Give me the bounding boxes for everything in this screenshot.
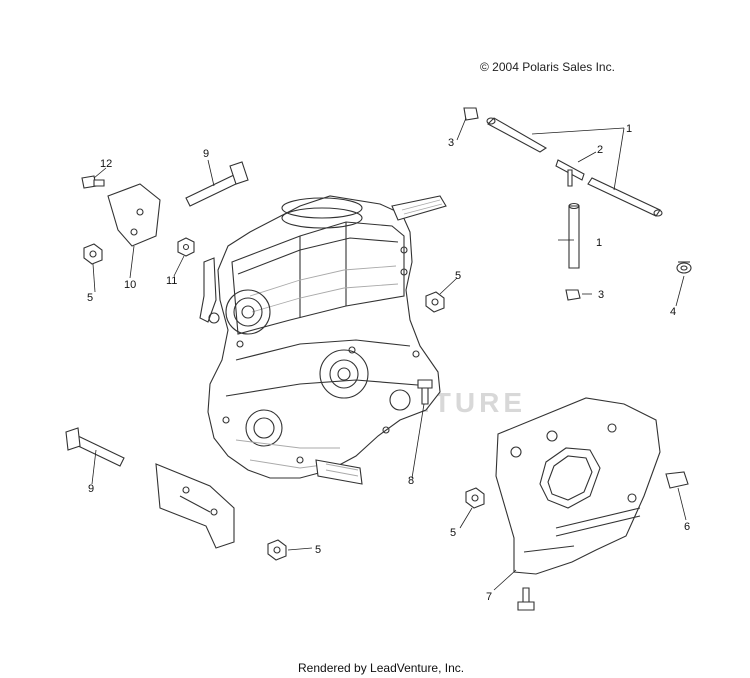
hose-clamp[interactable] xyxy=(676,261,692,274)
bolt-bracket-right[interactable] xyxy=(665,471,689,489)
callout-3-top: 3 xyxy=(448,137,454,149)
nut-lower-mid[interactable] xyxy=(267,539,287,561)
hose-upper[interactable] xyxy=(486,117,548,153)
bolt-long-upper[interactable] xyxy=(185,161,249,207)
callout-1-mid: 1 xyxy=(596,237,602,249)
callout-9-lower: 9 xyxy=(88,483,94,495)
nut-11[interactable] xyxy=(177,237,195,257)
callout-12: 12 xyxy=(100,158,112,170)
callout-5-lower: 5 xyxy=(315,544,321,556)
nut-right[interactable] xyxy=(425,291,445,313)
callout-11: 11 xyxy=(166,275,177,287)
copyright-notice: © 2004 Polaris Sales Inc. xyxy=(480,60,615,74)
transmission-assembly[interactable] xyxy=(199,195,447,485)
bolt-bottom[interactable] xyxy=(517,587,535,611)
callout-1-top: 1 xyxy=(626,123,632,135)
hose-right[interactable] xyxy=(587,177,663,217)
hose-vertical[interactable] xyxy=(568,202,580,269)
callout-2: 2 xyxy=(597,144,603,156)
mount-bracket-10[interactable] xyxy=(107,183,161,247)
nut-bracket[interactable] xyxy=(465,487,485,509)
callout-10: 10 xyxy=(124,279,136,291)
callout-8: 8 xyxy=(408,475,414,487)
callout-9-upper: 9 xyxy=(203,148,209,160)
bolt-mid[interactable] xyxy=(417,379,433,405)
callout-5-bracket: 5 xyxy=(450,527,456,539)
callout-3-bottom: 3 xyxy=(598,289,604,301)
callout-5-right: 5 xyxy=(455,270,461,282)
bolt-long-lower[interactable] xyxy=(65,427,125,467)
mount-bracket-lower-left[interactable] xyxy=(155,463,235,549)
callout-5-left: 5 xyxy=(87,292,93,304)
tee-fitting[interactable] xyxy=(555,159,585,187)
callout-7: 7 xyxy=(486,591,492,603)
bolt-small-12[interactable] xyxy=(81,175,105,189)
cap-bottom[interactable] xyxy=(565,289,581,301)
nut-left[interactable] xyxy=(83,243,103,265)
mount-plate-7[interactable] xyxy=(495,397,661,575)
rendered-by-footer: Rendered by LeadVenture, Inc. xyxy=(298,661,465,675)
cap-top[interactable] xyxy=(463,107,479,121)
callout-6: 6 xyxy=(684,521,690,533)
callout-4: 4 xyxy=(670,306,676,318)
